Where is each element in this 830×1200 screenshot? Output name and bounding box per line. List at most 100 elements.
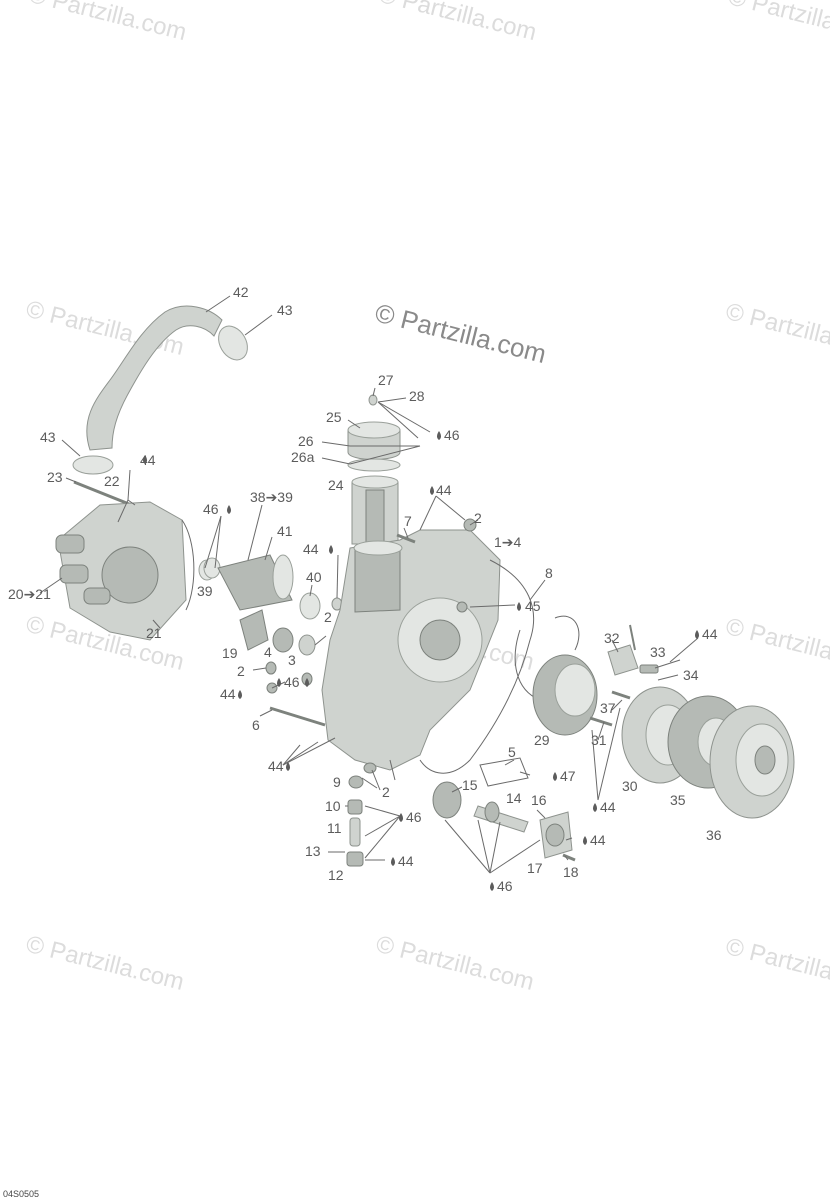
callout-39: 39 xyxy=(197,583,213,599)
callout-46: 46 xyxy=(284,674,300,690)
part-9-plug xyxy=(348,775,364,789)
callout-43: 43 xyxy=(277,302,293,318)
pump-outlet-lower xyxy=(59,564,89,584)
callout-46: 46 xyxy=(203,501,219,517)
callout-7: 7 xyxy=(404,513,412,529)
pump-gasket xyxy=(181,519,195,611)
pump-impeller-cover xyxy=(101,546,159,604)
oil-drop-icon xyxy=(695,630,699,639)
callout-29: 29 xyxy=(534,732,550,748)
callout-23: 23 xyxy=(47,469,63,485)
watermark: © Partzilla.com xyxy=(373,931,536,996)
part-12-plug xyxy=(346,851,364,867)
oil-drop-icon xyxy=(437,431,441,440)
callout-9: 9 xyxy=(333,774,341,790)
callout-2: 2 xyxy=(474,510,482,526)
watermark-center: © Partzilla.com xyxy=(372,298,549,369)
part-5-plate xyxy=(479,757,529,787)
callout-35: 35 xyxy=(670,792,686,808)
oil-drop-icon xyxy=(490,882,494,891)
watermark-layer: © Partzilla.com © Partzilla.com © Partzi… xyxy=(23,0,830,998)
watermark: © Partzilla.com xyxy=(723,613,830,678)
callout-36: 36 xyxy=(706,827,722,843)
callout-17: 17 xyxy=(527,860,543,876)
watermark: © Partzilla.com xyxy=(376,0,539,46)
callout-16: 16 xyxy=(531,792,547,808)
part-4-seal xyxy=(272,627,294,653)
part-11-spring xyxy=(349,817,361,847)
callout-1-4: 1➔4 xyxy=(494,534,522,550)
callout-22: 22 xyxy=(104,473,120,489)
oil-drop-icon xyxy=(553,772,557,781)
watermark: © Partzilla.com xyxy=(723,298,830,363)
part-42-hose xyxy=(86,305,223,451)
part-8-gasket xyxy=(419,559,535,774)
callout-11: 11 xyxy=(327,820,342,836)
watermark: © Partzilla.com xyxy=(725,0,830,49)
parts-layer xyxy=(55,305,795,867)
callout-46: 46 xyxy=(497,878,513,894)
callout-42: 42 xyxy=(233,284,249,300)
callout-32: 32 xyxy=(604,630,620,646)
callout-13: 13 xyxy=(305,843,321,859)
callout-46: 46 xyxy=(406,809,422,825)
callout-14: 14 xyxy=(506,790,522,806)
callout-34: 34 xyxy=(683,667,699,683)
watermark: © Partzilla.com xyxy=(23,931,186,996)
part-14-shaft xyxy=(473,805,529,833)
part-26-oring xyxy=(347,458,401,472)
callout-18: 18 xyxy=(563,864,579,880)
callout-44: 44 xyxy=(600,799,616,815)
callout-37: 37 xyxy=(600,700,616,716)
callout-44: 44 xyxy=(220,686,236,702)
callout-27: 27 xyxy=(378,372,394,388)
part-33-bolt xyxy=(639,664,659,674)
pump-outlet-bottom xyxy=(83,587,111,605)
watermark: © Partzilla.com xyxy=(26,0,189,46)
callout-47: 47 xyxy=(560,768,576,784)
oil-drop-icon xyxy=(329,545,333,554)
part-32-sensor xyxy=(607,644,639,676)
callout-33: 33 xyxy=(650,644,666,660)
callout-41: 41 xyxy=(277,523,293,539)
reference-code: 04S0505 xyxy=(3,1189,39,1199)
part-3-washer xyxy=(298,634,316,656)
oil-drop-icon xyxy=(517,602,521,611)
leader-lines xyxy=(39,295,699,874)
part-15-gear xyxy=(432,781,462,819)
oil-drop-icons xyxy=(143,431,699,891)
callout-10: 10 xyxy=(325,798,341,814)
part-10-spring-seat xyxy=(347,799,363,815)
oil-drop-icon xyxy=(238,690,242,699)
part-43-clamp-upper xyxy=(218,325,248,361)
callout-26a: 26a xyxy=(291,449,315,465)
callout-44: 44 xyxy=(702,626,718,642)
callout-24: 24 xyxy=(328,477,344,493)
pump-outlet-upper xyxy=(55,534,85,554)
callout-44: 44 xyxy=(303,541,319,557)
callout-8: 8 xyxy=(545,565,553,581)
callout-6: 6 xyxy=(252,717,260,733)
part-27-screw xyxy=(368,394,378,406)
part-7-bolt xyxy=(396,533,416,544)
callout-44: 44 xyxy=(398,853,414,869)
callout-44: 44 xyxy=(590,832,606,848)
callout-12: 12 xyxy=(328,867,344,883)
callout-38-39: 38➔39 xyxy=(250,489,293,505)
oil-drop-icon xyxy=(277,678,281,687)
callout-4: 4 xyxy=(264,644,272,660)
part-6-bolt xyxy=(269,706,326,727)
oil-drop-icon xyxy=(430,486,434,495)
callout-46: 46 xyxy=(444,427,460,443)
watermark: © Partzilla.com xyxy=(723,933,830,998)
oil-drop-icon xyxy=(391,857,395,866)
callout-43: 43 xyxy=(40,429,56,445)
callout-5: 5 xyxy=(508,744,516,760)
cover-filter-bore xyxy=(354,547,401,613)
callouts: 42 43 43 23 22 44 20➔21 21 46 39 38➔39 4… xyxy=(8,284,722,894)
callout-3: 3 xyxy=(288,652,296,668)
oil-drop-icon xyxy=(583,836,587,845)
part-43-clamp-lower xyxy=(72,455,114,475)
callout-25: 25 xyxy=(326,409,342,425)
callout-15: 15 xyxy=(462,777,478,793)
